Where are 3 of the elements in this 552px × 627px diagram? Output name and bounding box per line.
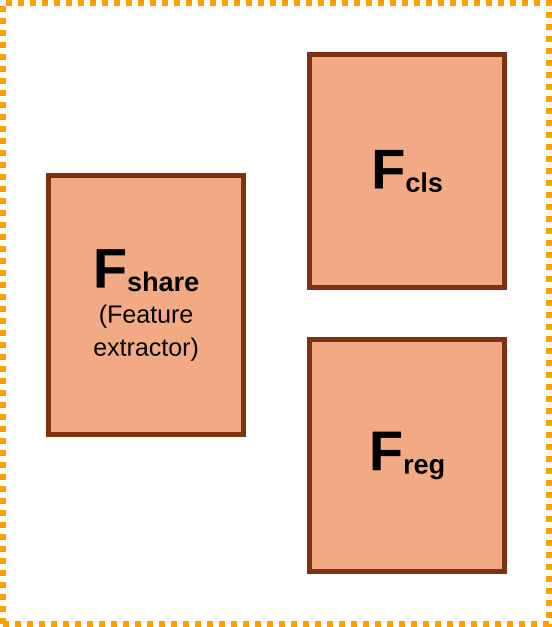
process-box: F$_{reg}$	[307, 337, 507, 574]
process-box: F$_{cls}$	[307, 52, 507, 290]
process-box: F$_{share}$ (Feature extractor)	[46, 173, 246, 437]
